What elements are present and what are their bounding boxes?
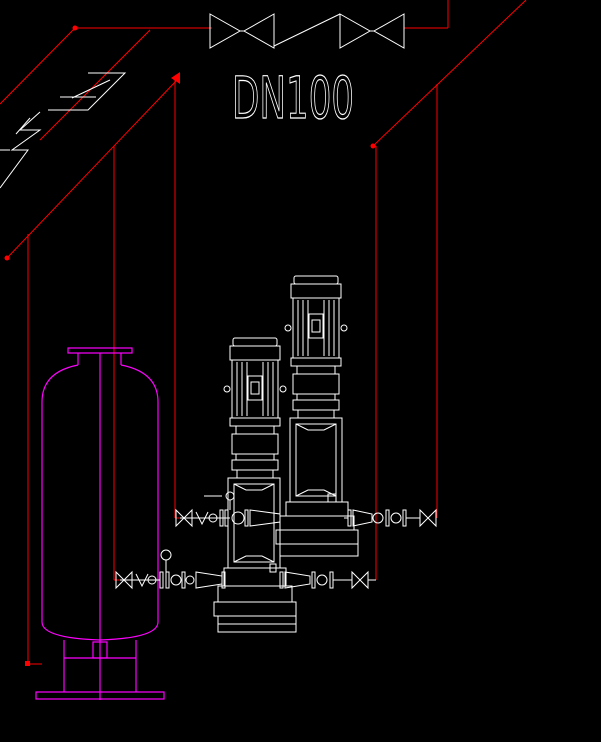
- gate-valve-icon: [351, 570, 369, 590]
- gate-valve-icon: [175, 508, 193, 528]
- pipe-size-label: DN100: [232, 64, 354, 132]
- gate-valve-icon: [115, 570, 133, 590]
- pump-icon-2: [275, 275, 359, 557]
- lower-valve-train: [115, 549, 376, 590]
- pump-icon-1: [213, 337, 297, 633]
- pipe-network: [0, 0, 527, 666]
- gate-valve-icon: [209, 13, 275, 49]
- gate-valve-icon: [339, 13, 405, 49]
- pressure-tank-icon: [35, 347, 165, 700]
- header-valve-icons: [209, 13, 405, 49]
- upper-valve-train: [175, 491, 437, 528]
- gate-valve-icon: [419, 508, 437, 528]
- fitting-icons: [0, 72, 127, 189]
